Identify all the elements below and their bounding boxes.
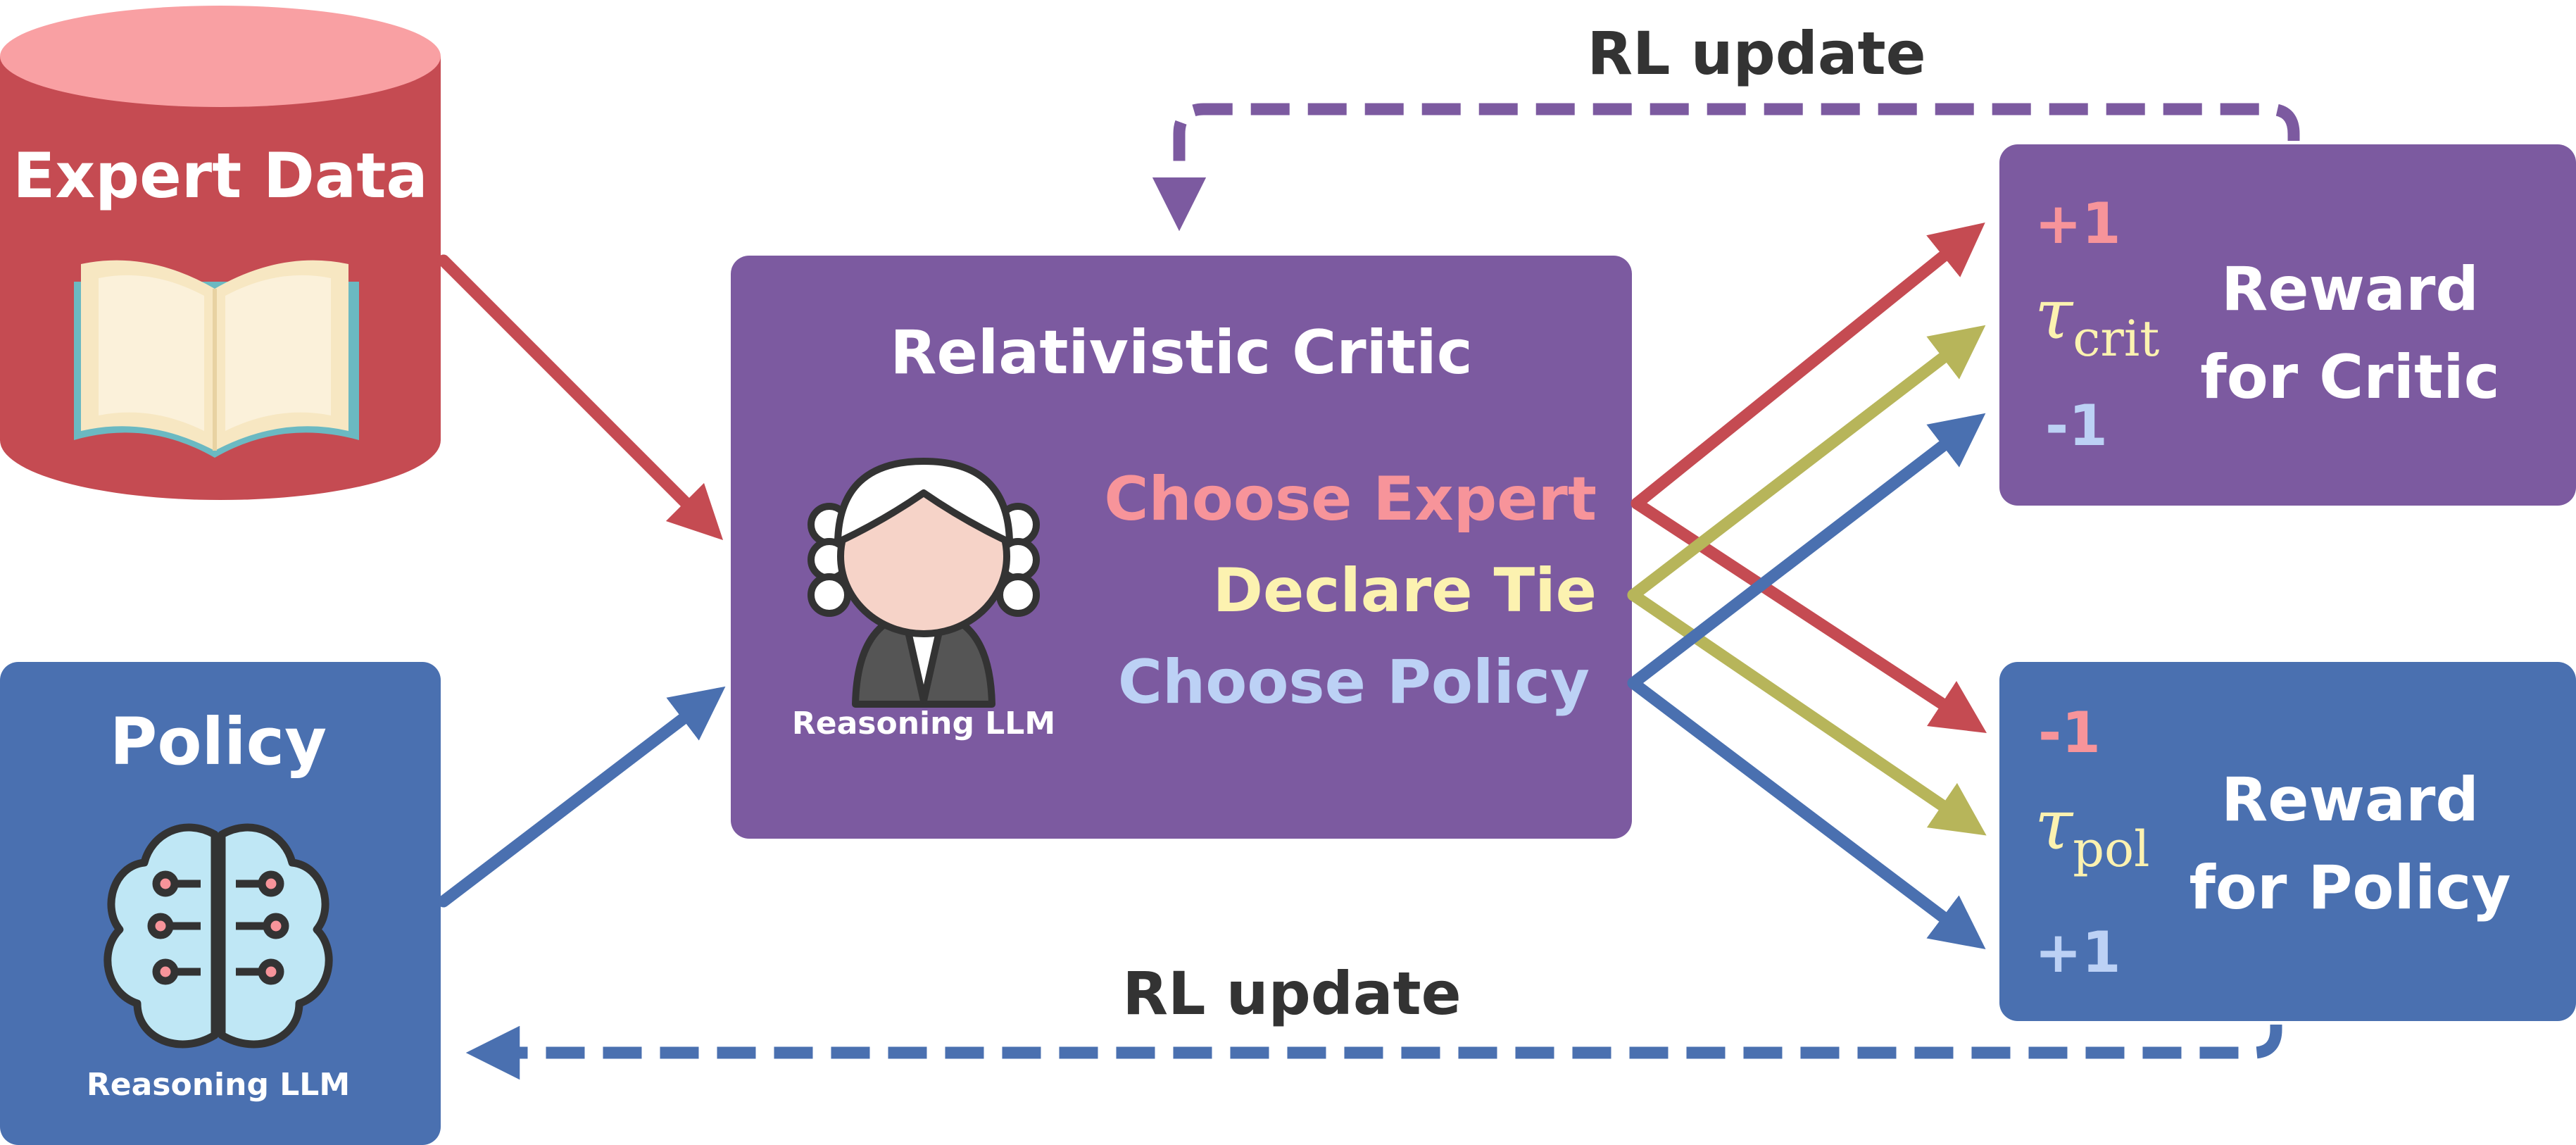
expert-data-title: Expert Data xyxy=(13,139,428,212)
rl-update-policy-loop xyxy=(465,1025,2282,1080)
reward-critic-node: +1 τcrit -1 Reward for Critic xyxy=(1999,144,2576,506)
policy-choice-to-reward-critic-arrow xyxy=(1627,413,1986,689)
policy-subtitle: Reasoning LLM xyxy=(87,1067,350,1103)
open-book-icon xyxy=(74,260,359,458)
critic-subtitle: Reasoning LLM xyxy=(792,706,1055,742)
tie-to-reward-critic-arrow xyxy=(1627,325,1986,601)
expert-to-reward-critic-arrow xyxy=(1631,222,1985,510)
reward-critic-title-line2: for Critic xyxy=(2200,342,2499,413)
rl-update-critic-loop xyxy=(1152,103,2300,232)
reward-critic-box xyxy=(1999,144,2576,506)
reward-policy-box xyxy=(1999,662,2576,1021)
reward-critic-minus: -1 xyxy=(2045,393,2108,458)
policy-node: Policy Reasoning LLM xyxy=(0,662,441,1145)
brain-circuit-icon xyxy=(103,823,333,1049)
tau-subscript: pol xyxy=(2073,820,2149,878)
expert-data-cylinder-top xyxy=(0,6,441,107)
policy-to-critic-arrow xyxy=(437,686,726,908)
tau-symbol: τ xyxy=(2035,275,2074,355)
tau-symbol: τ xyxy=(2035,785,2074,865)
critic-node: Relativistic Critic Reasoning LLM Choose… xyxy=(731,256,1632,839)
critic-title: Relativistic Critic xyxy=(890,318,1472,388)
reward-policy-node: -1 τpol +1 Reward for Policy xyxy=(1999,662,2576,1021)
policy-title: Policy xyxy=(110,704,327,780)
expert-to-critic-arrow xyxy=(437,254,724,541)
reward-critic-tau: τcrit xyxy=(2035,275,2159,368)
declare-tie-option: Declare Tie xyxy=(1213,556,1597,626)
tie-to-reward-policy-arrow xyxy=(1627,589,1987,836)
reward-policy-minus: -1 xyxy=(2038,700,2101,765)
judge-icon xyxy=(808,458,1040,708)
reward-critic-title-line1: Reward xyxy=(2221,254,2479,325)
tau-subscript: crit xyxy=(2073,310,2159,368)
reward-policy-title-line1: Reward xyxy=(2221,765,2479,835)
expert-to-reward-policy-arrow xyxy=(1631,497,1987,733)
rl-update-bottom-label: RL update xyxy=(1122,959,1461,1028)
rl-update-top-label: RL update xyxy=(1587,19,1925,88)
reward-policy-plus: +1 xyxy=(2035,920,2121,985)
choose-expert-option: Choose Expert xyxy=(1104,464,1597,534)
expert-data-node: Expert Data xyxy=(0,6,441,500)
reward-policy-title-line2: for Policy xyxy=(2189,853,2511,923)
policy-choice-to-reward-policy-arrow xyxy=(1627,677,1986,950)
reward-policy-tau: τpol xyxy=(2035,785,2150,878)
choose-policy-option: Choose Policy xyxy=(1118,647,1590,718)
reward-critic-plus: +1 xyxy=(2035,191,2121,256)
